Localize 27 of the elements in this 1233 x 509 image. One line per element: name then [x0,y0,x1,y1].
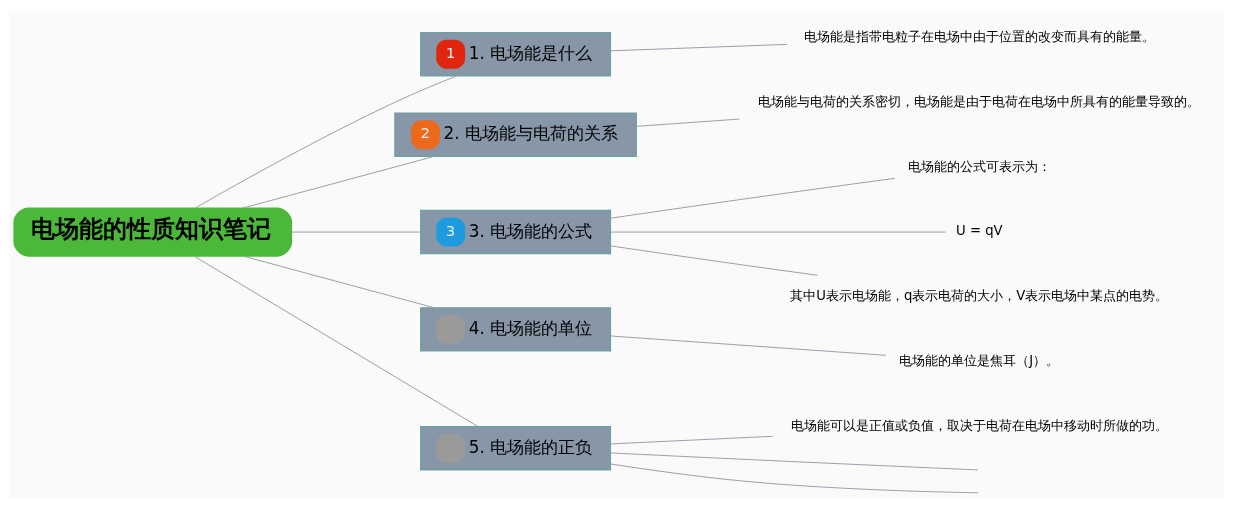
node-text: 电场能的公式可表示为： [907,158,1051,174]
node-box: 2 2. 电场能与电荷的关系 [394,112,637,157]
connector [193,255,479,428]
node-box: 3 3. 电场能的公式 [420,209,612,255]
node-text: U = qV [956,223,1003,239]
node-text: 电场能与电荷的关系密切，电场能是由于电荷在电场中所具有的能量导致的。 [758,93,1201,109]
node-box: 电场能的性质知识笔记 [13,207,293,257]
connector [610,463,979,494]
node-box: 1 1. 电场能是什么 [420,32,612,77]
connector [610,43,788,52]
connector [610,231,947,233]
node-box: 4. 电场能的单位 [420,307,612,352]
node-text: 电场能是指带电粒子在电场中由于位置的改变而具有的能量。 [803,28,1155,44]
connector [610,245,818,276]
connector [242,155,435,209]
node-box: 5. 电场能的正负 [420,426,612,471]
connector [610,435,774,445]
node-text: 电场能的单位是焦耳（J）。 [899,353,1060,369]
connector [242,255,435,309]
connector [291,231,421,233]
connector [610,335,887,356]
connector [610,452,979,471]
node-text: 电场能可以是正值或负值，取决于电荷在电场中移动时所做的功。 [790,418,1168,434]
connector [636,118,740,127]
connector [610,177,896,219]
connector [194,75,458,209]
node-text: 其中U表示电场能，q表示电荷的大小，V表示电场中某点的电势。 [790,288,1169,304]
